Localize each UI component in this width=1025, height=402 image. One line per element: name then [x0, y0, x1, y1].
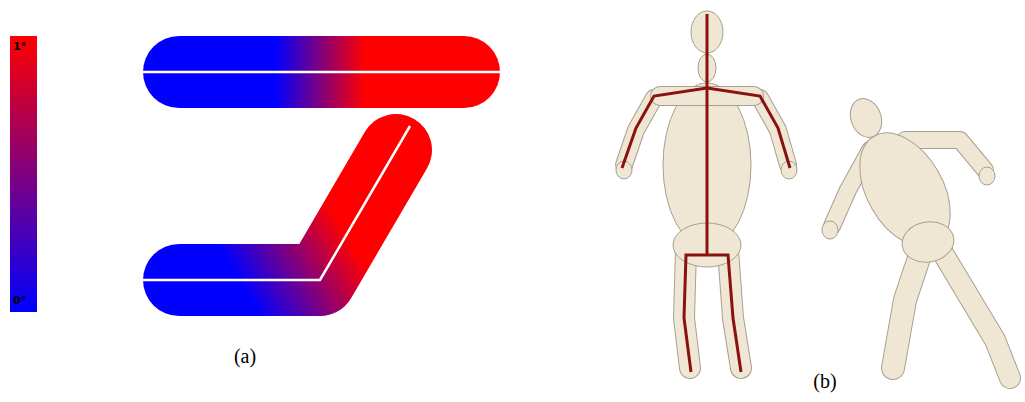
skeleton [622, 14, 790, 372]
panel-label: (a) [234, 345, 256, 368]
panel-label: (b) [813, 370, 836, 393]
human-mesh [822, 94, 1010, 378]
color-bar [10, 36, 37, 312]
scale-min: 0° [13, 294, 26, 307]
scale-max: 1° [13, 40, 26, 53]
skeleton-bone [143, 126, 410, 280]
human-mesh [616, 11, 797, 368]
skeleton-bone [143, 71, 500, 74]
bent-capsule [179, 150, 396, 280]
